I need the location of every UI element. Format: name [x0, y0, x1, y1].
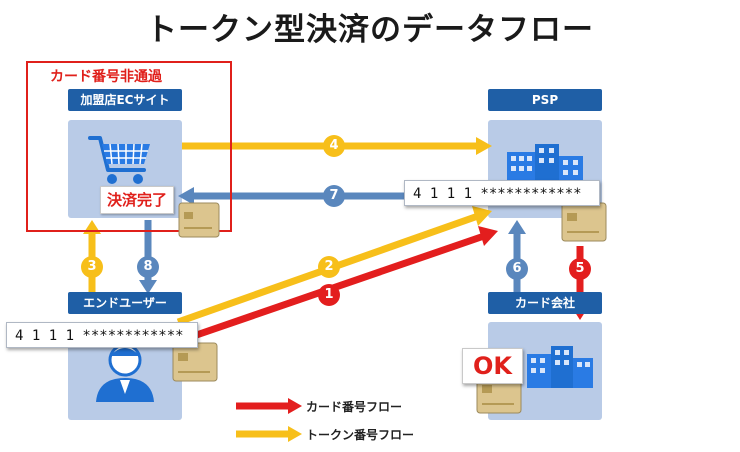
step-8-badge: 8: [137, 256, 159, 278]
payment-complete-label: 決済完了: [100, 186, 175, 214]
step-3-badge: 3: [81, 256, 103, 278]
shopping-cart-icon: [88, 136, 150, 184]
legend-card-number-flow: カード番号フロー: [306, 400, 403, 414]
masked-card-number: 4 1 1 1 ************: [404, 180, 600, 206]
ok-label: OK: [462, 348, 523, 384]
credit-card-icon: [178, 202, 220, 238]
page-title: トークン型決済のデータフロー: [146, 12, 594, 48]
step-1-badge: 1: [318, 284, 340, 306]
card-number-not-passed-box: [26, 61, 232, 232]
psp-header: PSP: [488, 89, 602, 111]
building-icon: [527, 346, 593, 388]
card-number-not-passed-label: カード番号非通過: [50, 69, 162, 85]
card-company-header: カード会社: [488, 292, 602, 314]
merchant-header: 加盟店ECサイト: [68, 89, 182, 111]
arrow-6-head: [508, 220, 526, 234]
masked-card-number: 4 1 1 1 ************: [6, 322, 198, 348]
step-7-badge: 7: [323, 185, 345, 207]
end-user-header: エンドユーザー: [68, 292, 182, 314]
arrow-1-head: [478, 226, 498, 246]
step-5-badge: 5: [569, 258, 591, 280]
step-2-badge: 2: [318, 256, 340, 278]
arrow-2-head: [472, 206, 492, 226]
arrow-8-head: [139, 280, 157, 294]
step-6-badge: 6: [506, 258, 528, 280]
arrow-7-head: [178, 187, 194, 205]
legend-token-number-flow: トークン番号フロー: [306, 428, 415, 442]
arrow-4-head: [476, 137, 492, 155]
step-4-badge: 4: [323, 135, 345, 157]
